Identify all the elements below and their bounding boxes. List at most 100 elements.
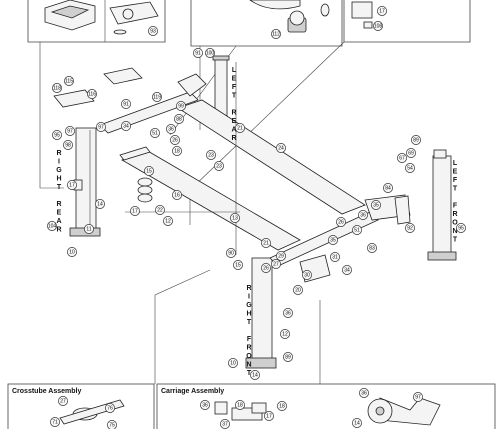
right-rear-label-letter: H (56, 176, 61, 183)
callout-18: 18 (277, 401, 287, 411)
callout-15: 15 (144, 166, 154, 176)
callout-21: 21 (261, 238, 271, 248)
callout-34: 34 (121, 121, 131, 131)
callout-13: 13 (230, 213, 240, 223)
callout-26: 26 (261, 263, 271, 273)
callout-number: 119 (153, 94, 161, 100)
callout-number: 108 (374, 23, 383, 29)
callout-97: 97 (96, 122, 106, 132)
callout-number: 95 (458, 225, 464, 231)
callout-number: 17 (132, 208, 138, 214)
callout-37: 37 (220, 419, 230, 429)
callout-number: 100 (206, 50, 215, 56)
left-rear-label-letter: L (232, 67, 237, 74)
right-front-label-letter: O (246, 353, 252, 360)
callout-36: 36 (359, 388, 369, 398)
callout-number: 76 (107, 405, 113, 411)
left-front-label-letter: F (453, 177, 458, 184)
callout-35: 35 (328, 235, 338, 245)
callout-12: 12 (163, 216, 173, 226)
callout-20: 20 (293, 285, 303, 295)
callout-number: 12 (165, 218, 171, 224)
callout-10: 10 (228, 358, 238, 368)
right-rear-label-letter: R (56, 150, 61, 157)
callout-number: 92 (407, 225, 413, 231)
callout-number: 31 (332, 254, 338, 260)
callout-number: 22 (157, 207, 163, 213)
callout-115: 115 (64, 76, 74, 86)
callout-119: 119 (152, 92, 162, 102)
callout-number: 84 (385, 185, 391, 191)
callout-number: 26 (263, 265, 269, 271)
left-rear-label-letter: T (232, 93, 237, 100)
callout-90: 90 (226, 248, 236, 258)
callout-91: 91 (193, 48, 203, 58)
left-rear-label-letter: E (232, 76, 237, 83)
callout-18: 18 (235, 400, 245, 410)
callout-89: 89 (411, 135, 421, 145)
callout-12: 12 (280, 329, 290, 339)
callout-67: 67 (397, 153, 407, 163)
callout-number: 14 (97, 201, 103, 207)
callout-number: 21 (263, 240, 269, 246)
callout-35: 35 (371, 200, 381, 210)
callout-93: 93 (148, 26, 158, 36)
callout-number: 91 (123, 101, 129, 107)
callout-number: 29 (278, 253, 284, 259)
callout-number: 20 (295, 287, 301, 293)
callout-89: 89 (283, 352, 293, 362)
carriage-assembly-title: Carriage Assembly (161, 388, 224, 395)
right-rear-label-letter: T (57, 184, 62, 191)
cap-plate (351, 1, 373, 19)
right-front-label-letter: R (246, 345, 251, 352)
carriage-assembly-panel (156, 383, 496, 429)
callout-number: 93 (150, 28, 156, 34)
callout-51: 51 (150, 128, 160, 138)
callout-number: 54 (407, 165, 413, 171)
callout-number: 27 (60, 398, 66, 404)
callout-number: 67 (399, 155, 405, 161)
left-front-label-letter: N (452, 228, 457, 235)
right-front-label-letter: G (246, 302, 252, 309)
callout-number: 89 (285, 354, 291, 360)
rear-crosstube (99, 91, 199, 134)
callout-69: 69 (406, 148, 416, 158)
callout-number: 97 (415, 394, 421, 400)
callout-16: 16 (172, 190, 182, 200)
callout-17: 17 (264, 411, 274, 421)
callout-number: 88 (176, 116, 182, 122)
callout-27: 27 (271, 259, 281, 269)
right-front-label-letter: I (248, 294, 250, 301)
callout-number: 23 (208, 152, 214, 158)
callout-100: 100 (205, 48, 215, 58)
callout-104: 104 (47, 221, 57, 231)
callout-number: 26 (172, 137, 178, 143)
callout-number: 16 (174, 192, 180, 198)
callout-88: 88 (174, 114, 184, 124)
callout-number: 27 (273, 261, 279, 267)
callout-31: 31 (330, 252, 340, 262)
right-rear-label-letter: R (56, 201, 61, 208)
callout-97: 97 (65, 126, 75, 136)
right-front-label-letter: F (247, 336, 252, 343)
callout-108: 108 (373, 21, 383, 31)
callout-number: 17 (69, 182, 75, 188)
right-front-label-letter: T (247, 370, 252, 377)
callout-number: 115 (65, 78, 73, 84)
callout-number: 97 (67, 128, 73, 134)
left-rear-label-letter: A (231, 127, 236, 134)
callout-24: 24 (276, 143, 286, 153)
callout-number: 36 (285, 310, 291, 316)
left-front-label-letter: F (453, 203, 458, 210)
callout-number: 90 (228, 250, 234, 256)
callout-number: 18 (237, 402, 243, 408)
callout-number: 116 (88, 91, 96, 97)
right-front-column (251, 257, 273, 363)
callout-number: 17 (379, 8, 385, 14)
callout-number: 17 (266, 413, 272, 419)
callout-112: 112 (271, 29, 281, 39)
callout-14: 14 (250, 370, 260, 380)
